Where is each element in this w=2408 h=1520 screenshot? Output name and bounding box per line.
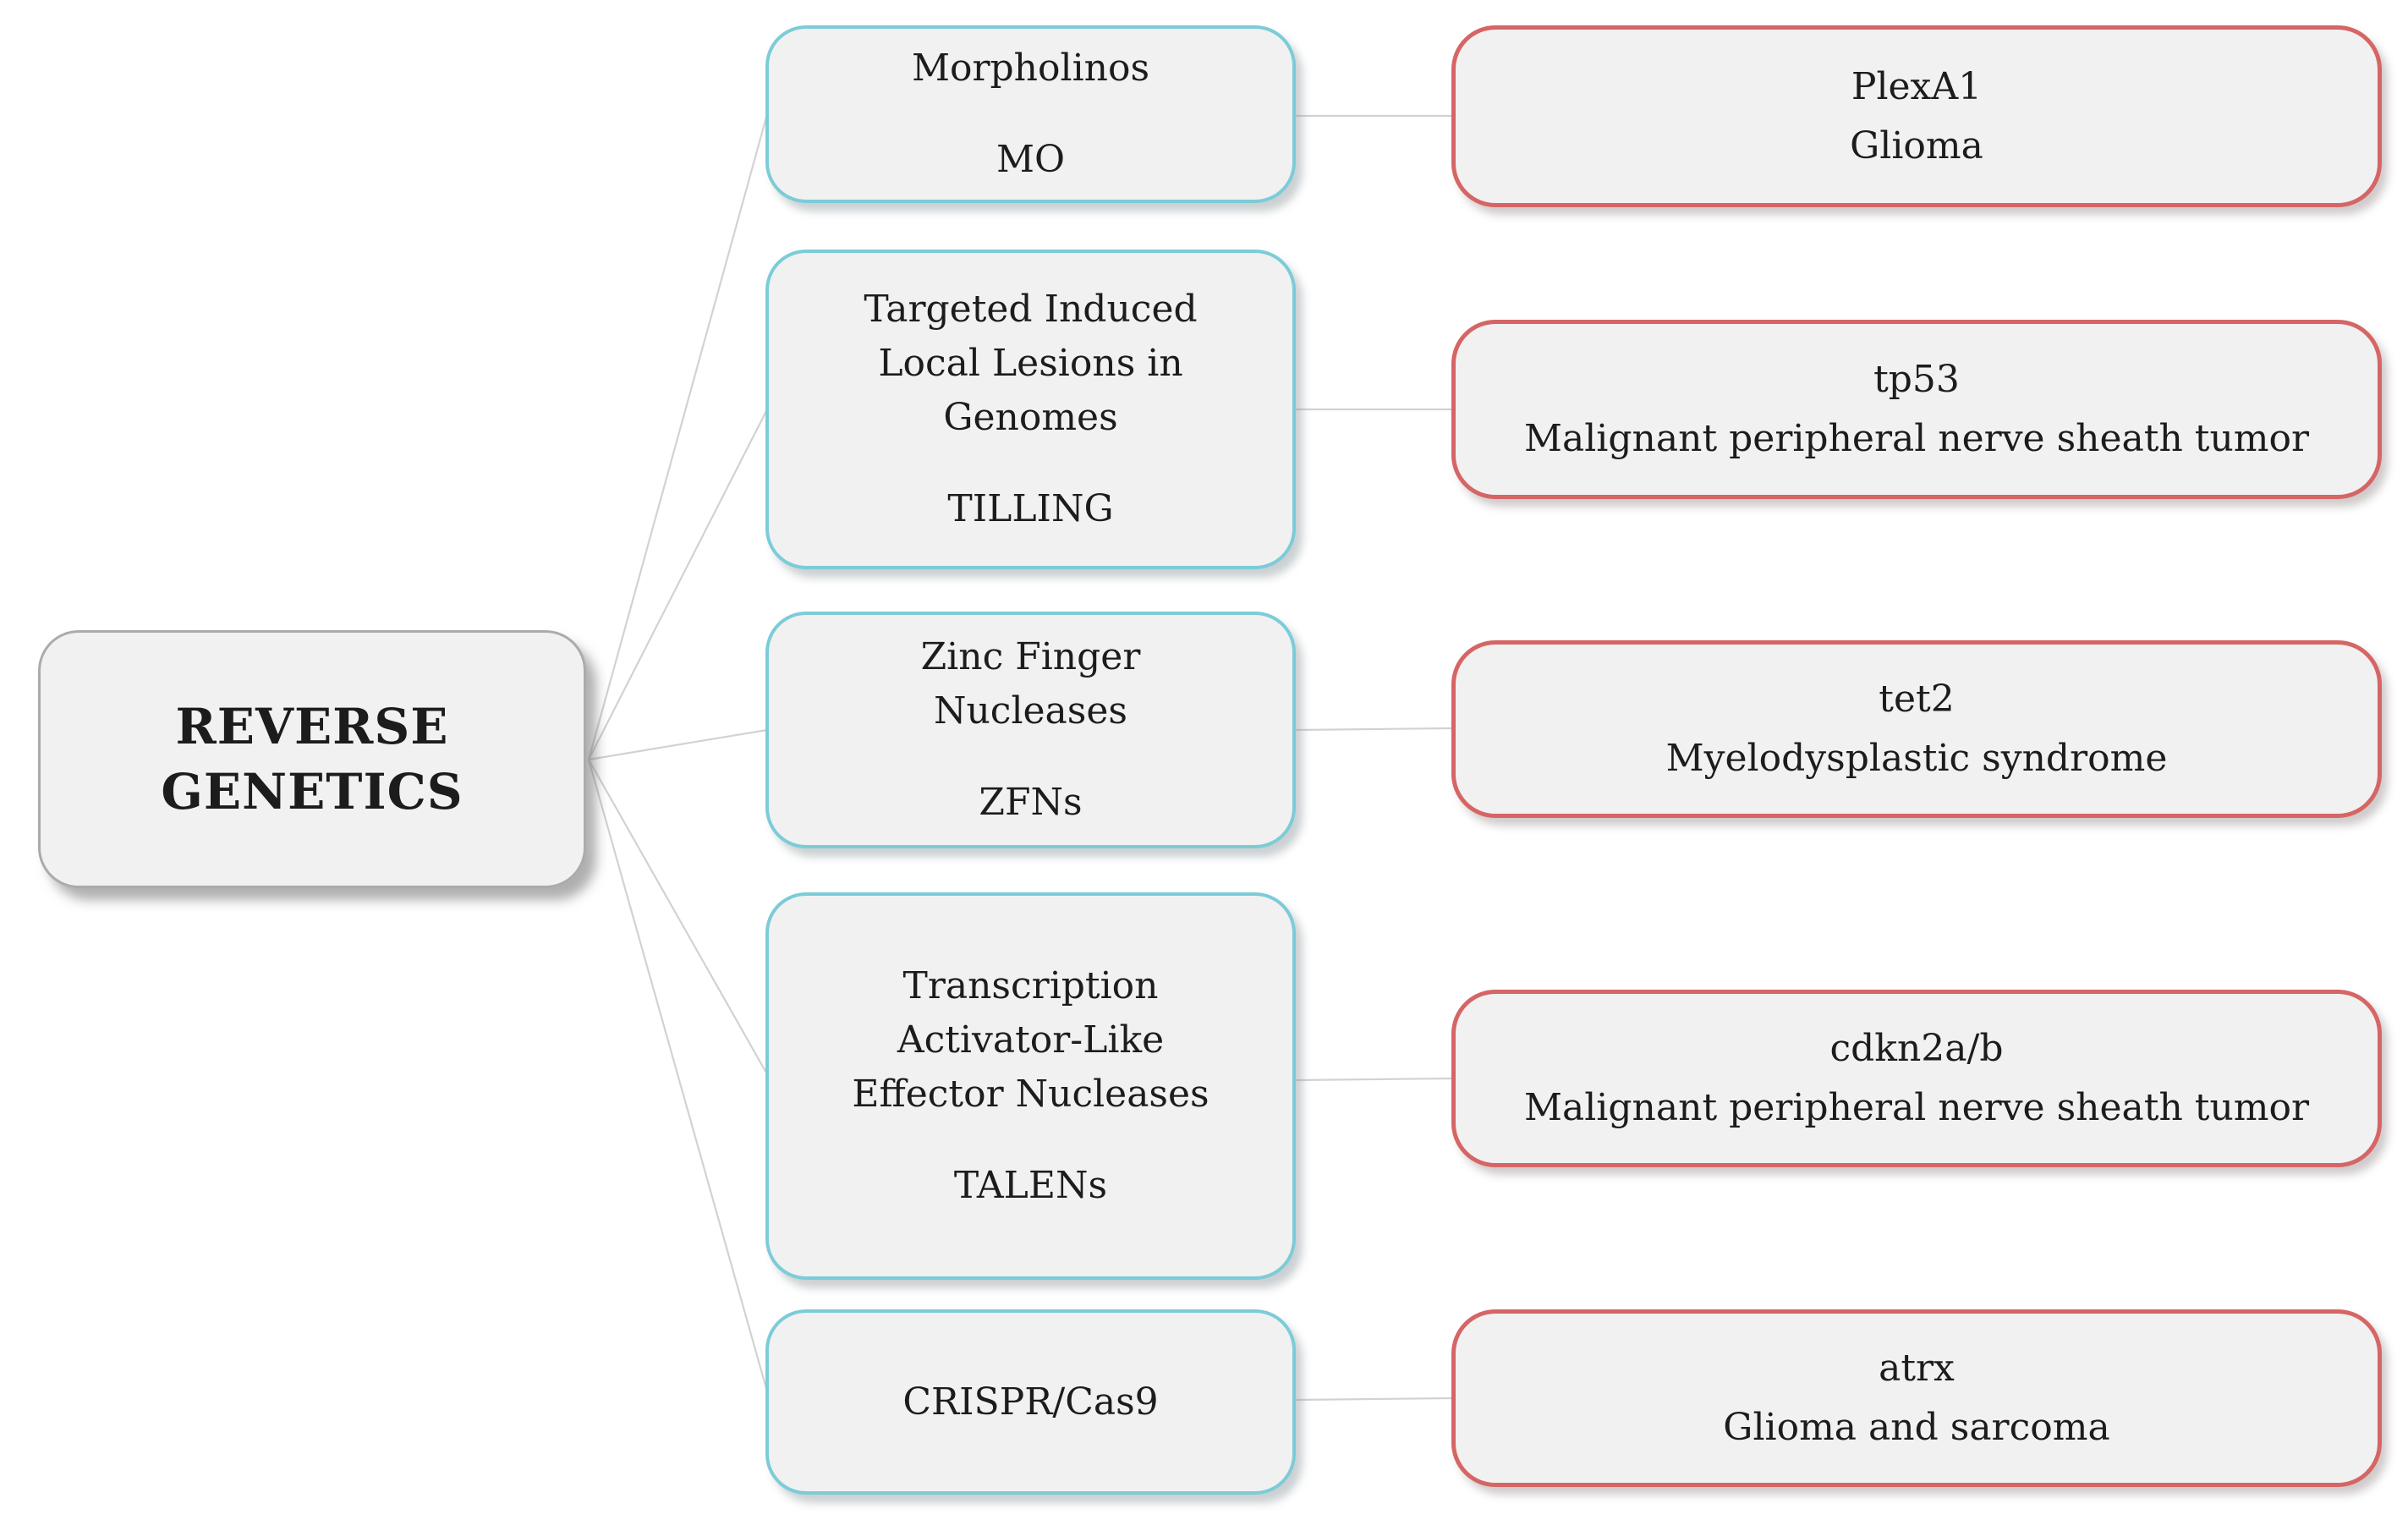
technique-name: Zinc Finger Nucleases bbox=[920, 635, 1141, 733]
target-node-tp53-mpnst: tp53 Malignant peripheral nerve sheath t… bbox=[1451, 320, 2382, 499]
target-disease: Myelodysplastic syndrome bbox=[1665, 737, 2168, 780]
technique-abbreviation: TILLING bbox=[947, 487, 1114, 530]
connector-root-morpholinos bbox=[587, 113, 769, 760]
target-disease: Glioma bbox=[1850, 123, 1983, 167]
target-node-cdkn2ab-mpnst: cdkn2a/b Malignant peripheral nerve shea… bbox=[1451, 990, 2382, 1167]
connector-root-zfns bbox=[588, 728, 768, 761]
technique-node-morpholinos: Morpholinos MO bbox=[765, 25, 1296, 203]
root-node-reverse-genetics: REVERSE GENETICS bbox=[38, 630, 586, 888]
technique-name: CRISPR/Cas9 bbox=[902, 1380, 1159, 1424]
technique-name: Transcription Activator-Like Effector Nu… bbox=[852, 964, 1209, 1116]
target-gene: tp53 bbox=[1873, 358, 1960, 401]
technique-name: Morpholinos bbox=[911, 47, 1150, 90]
root-node-label: REVERSE GENETICS bbox=[161, 697, 463, 820]
technique-name: Targeted Induced Local Lesions in Genome… bbox=[864, 288, 1198, 439]
connector-root-tilling bbox=[588, 409, 768, 760]
target-node-atrx-glioma-sarcoma: atrx Glioma and sarcoma bbox=[1451, 1309, 2382, 1487]
connector-crispr-atrx bbox=[1295, 1397, 1452, 1402]
connector-root-talens bbox=[588, 759, 768, 1075]
technique-node-zfns: Zinc Finger Nucleases ZFNs bbox=[765, 612, 1296, 848]
technique-node-crispr-cas9: CRISPR/Cas9 bbox=[765, 1309, 1296, 1495]
target-node-tet2-myelodysplastic: tet2 Myelodysplastic syndrome bbox=[1451, 640, 2382, 818]
connector-talens-cdkn2ab bbox=[1295, 1077, 1452, 1082]
target-gene: atrx bbox=[1879, 1347, 1955, 1390]
target-disease: Glioma and sarcoma bbox=[1723, 1406, 2110, 1449]
technique-abbreviation: MO bbox=[996, 138, 1066, 181]
target-gene: PlexA1 bbox=[1851, 64, 1983, 108]
technique-node-tilling: Targeted Induced Local Lesions in Genome… bbox=[765, 250, 1296, 569]
target-disease: Malignant peripheral nerve sheath tumor bbox=[1523, 1086, 2310, 1129]
target-gene: cdkn2a/b bbox=[1829, 1027, 2004, 1070]
technique-abbreviation: ZFNs bbox=[979, 781, 1083, 824]
technique-abbreviation: TALENs bbox=[953, 1164, 1108, 1207]
technique-node-talens: Transcription Activator-Like Effector Nu… bbox=[765, 892, 1296, 1280]
target-gene: tet2 bbox=[1879, 678, 1955, 721]
connector-root-crispr bbox=[587, 759, 769, 1392]
target-node-plexa1-glioma: PlexA1 Glioma bbox=[1451, 25, 2382, 207]
connector-zfns-tet2 bbox=[1295, 727, 1452, 732]
target-disease: Malignant peripheral nerve sheath tumor bbox=[1523, 417, 2310, 460]
